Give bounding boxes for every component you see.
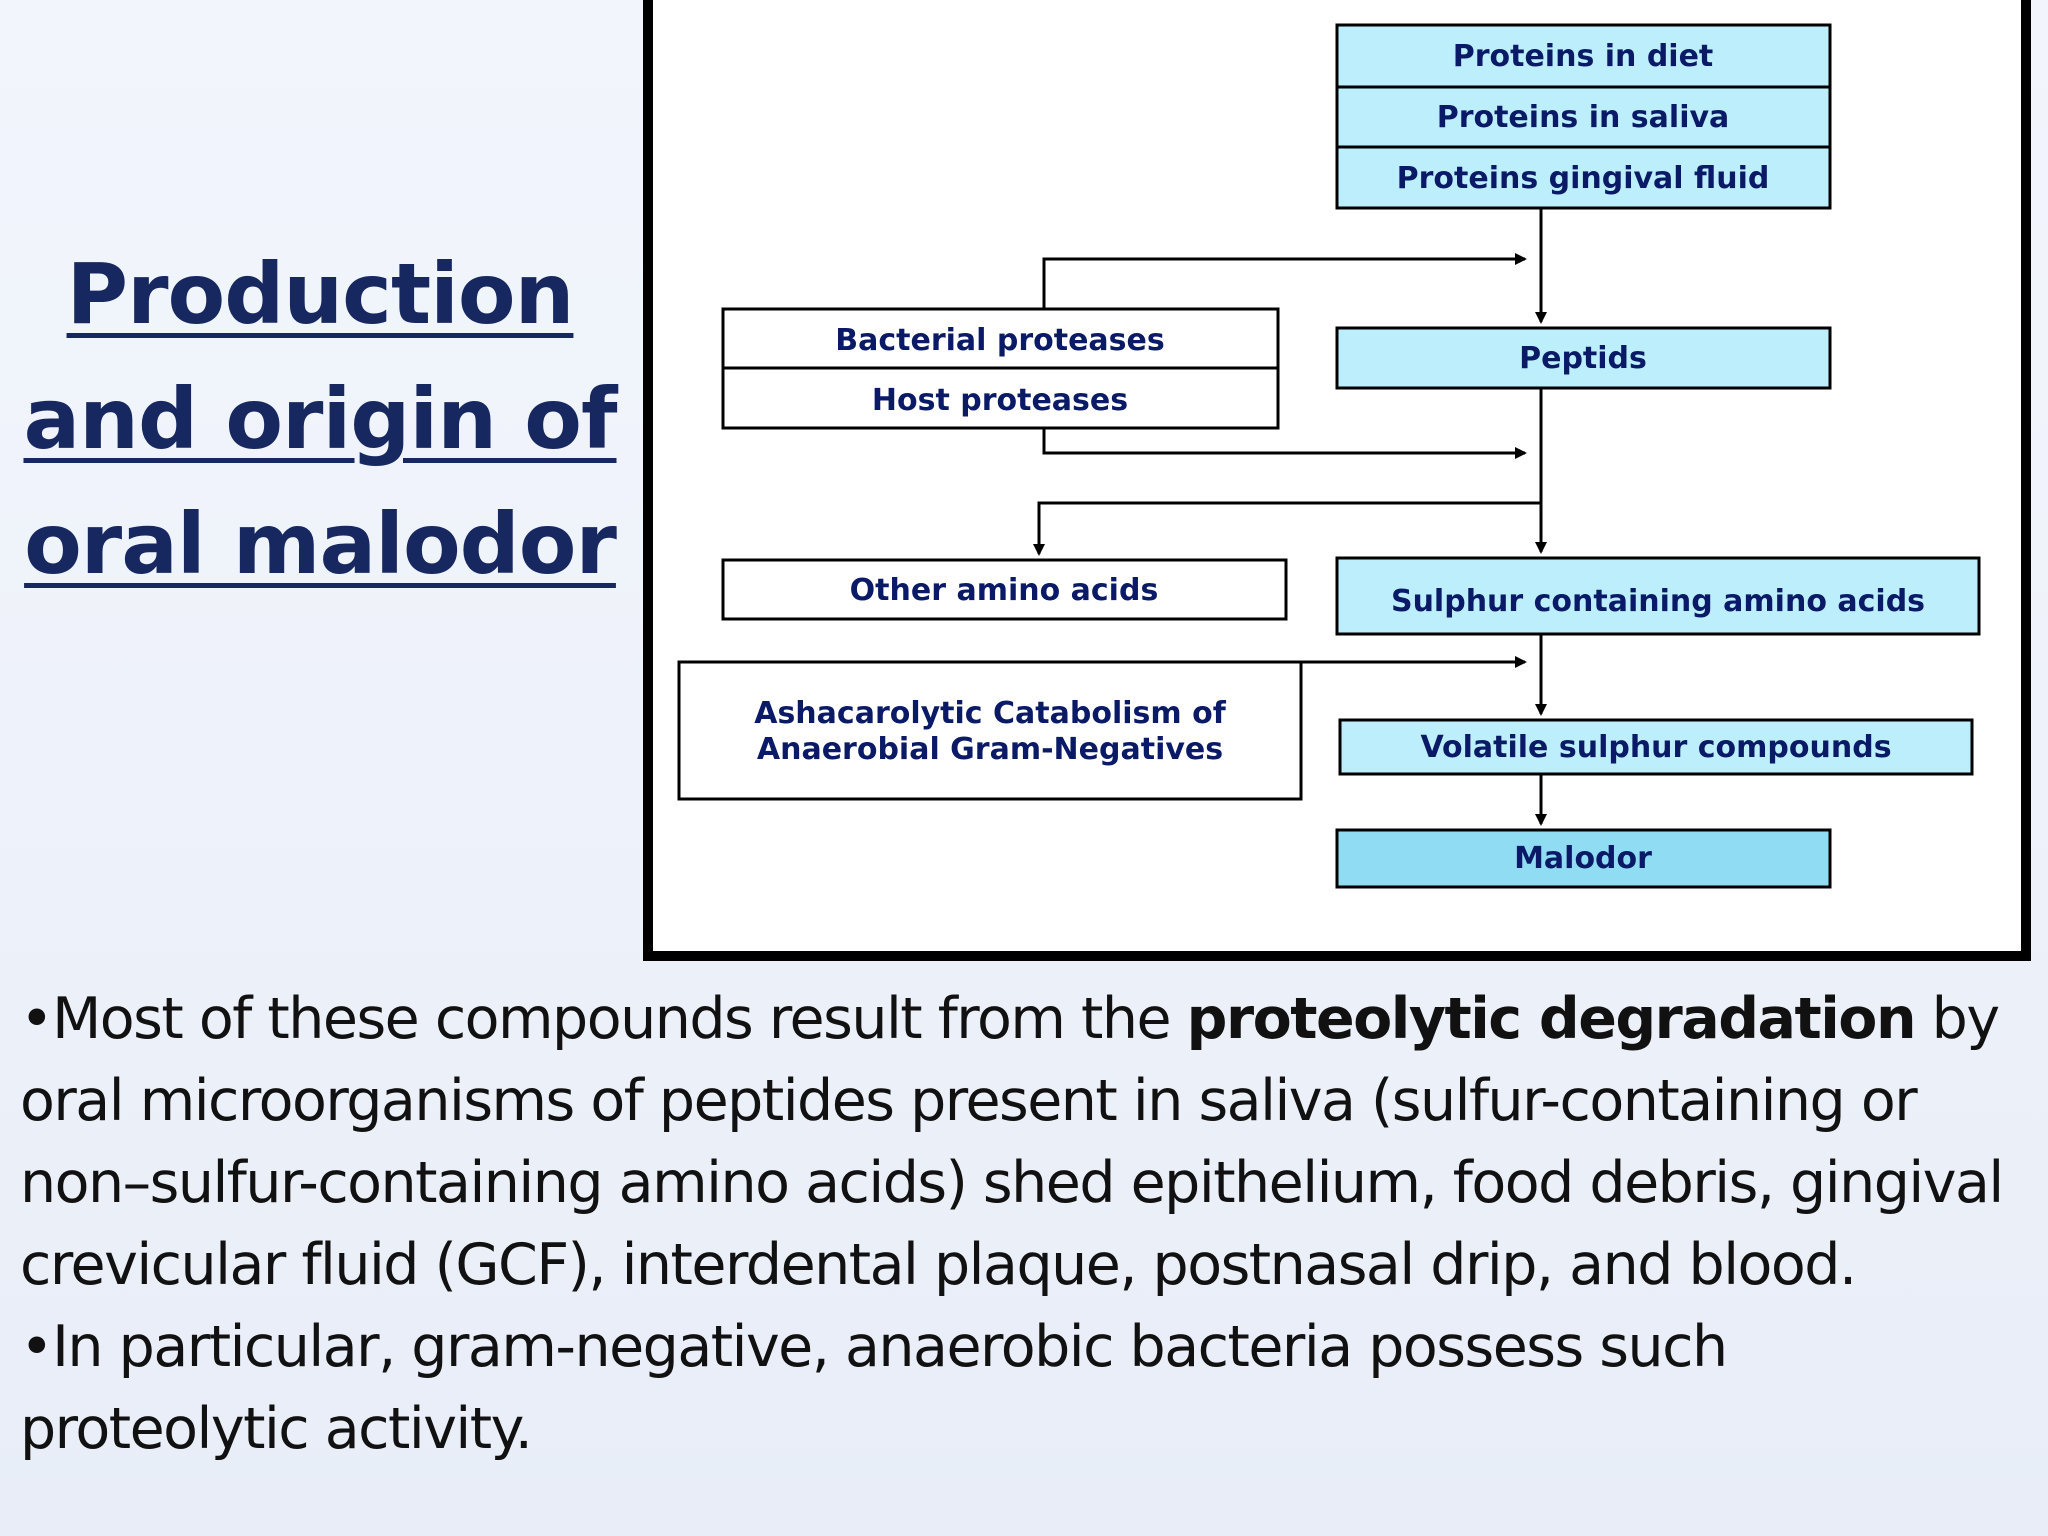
label-other-amino-acids: Other amino acids xyxy=(850,573,1159,608)
label-malodor: Malodor xyxy=(1514,841,1652,876)
title-line-2: and origin of xyxy=(23,370,617,468)
label-sulphur-amino-acids: Sulphur containing amino acids xyxy=(1391,584,1925,619)
box-peptids xyxy=(1335,326,1832,390)
bullet-1-text-end: by oral microorganisms of peptides prese… xyxy=(20,986,2004,1298)
box-host-proteases xyxy=(721,366,1280,430)
label-host-proteases: Host proteases xyxy=(872,383,1128,418)
bullet-1-text-start: •Most of these compounds result from the xyxy=(20,986,1187,1052)
diagram-frame: Proteins in diet Proteins in saliva Prot… xyxy=(643,0,2031,961)
label-proteins-in-diet: Proteins in diet xyxy=(1453,39,1714,74)
label-volatile-sulphur: Volatile sulphur compounds xyxy=(1420,730,1891,765)
body-text: •Most of these compounds result from the… xyxy=(20,978,2030,1470)
label-proteins-gingival-fluid: Proteins gingival fluid xyxy=(1397,161,1770,196)
box-sulphur-amino-acids xyxy=(1335,556,1981,636)
arrow-bacterial-proteases-in xyxy=(1042,253,1527,309)
box-proteins-gingival-fluid xyxy=(1335,145,1832,210)
flow-diagram: Proteins in diet Proteins in saliva Prot… xyxy=(677,23,1981,889)
title-line-1: Production xyxy=(66,245,575,343)
bullet-1: •Most of these compounds result from the… xyxy=(20,978,2030,1306)
bullet-2: •In particular, gram-negative, anaerobic… xyxy=(20,1314,1728,1462)
slide-title: Production and origin of oral malodor xyxy=(20,232,620,607)
bullet-1-bold-term: proteolytic degradation xyxy=(1186,986,1917,1052)
box-catabolism xyxy=(677,660,1303,801)
label-catabolism-line-1: Ashacarolytic Catabolism of xyxy=(754,696,1226,731)
box-other-amino-acids xyxy=(721,558,1288,621)
arrow-to-other-amino-acids xyxy=(1033,501,1541,556)
title-line-3: oral malodor xyxy=(24,495,617,593)
label-peptids: Peptids xyxy=(1519,341,1647,376)
label-bacterial-proteases: Bacterial proteases xyxy=(835,323,1165,358)
box-proteins-in-diet xyxy=(1335,23,1832,89)
label-proteins-in-saliva: Proteins in saliva xyxy=(1437,100,1730,135)
box-proteins-in-saliva xyxy=(1335,85,1832,149)
box-volatile-sulphur xyxy=(1338,718,1974,776)
box-bacterial-proteases xyxy=(721,307,1280,370)
box-malodor xyxy=(1335,828,1832,889)
label-catabolism-line-2: Anaerobial Gram-Negatives xyxy=(757,732,1223,767)
arrow-host-proteases-in xyxy=(1042,428,1527,459)
